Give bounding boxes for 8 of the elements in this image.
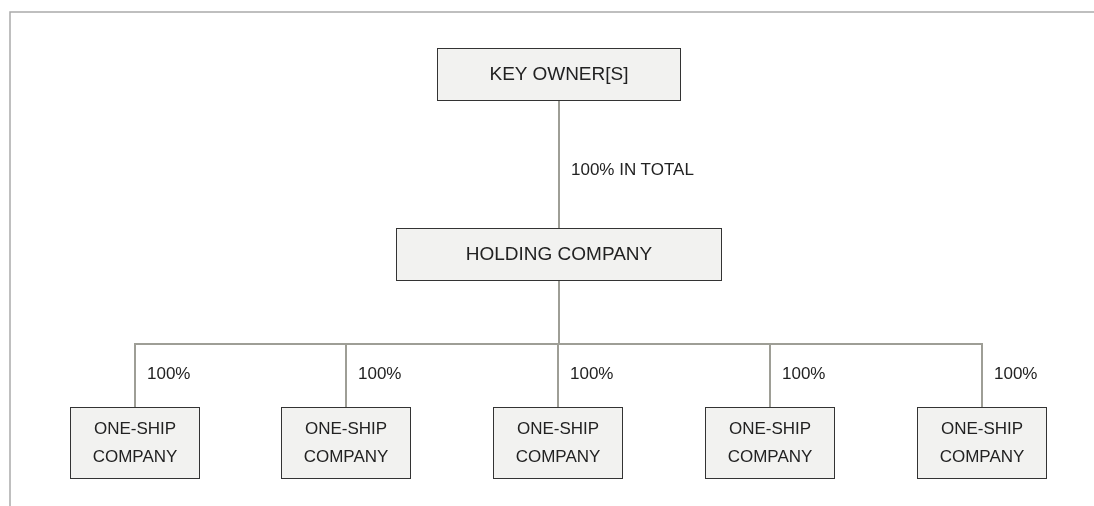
- entity-box: ONE-SHIP COMPANY: [281, 407, 411, 479]
- entity-box: ONE-SHIP COMPANY: [917, 407, 1047, 479]
- entity-box: ONE-SHIP COMPANY: [705, 407, 835, 479]
- connector-line: [558, 100, 560, 229]
- entity-box: ONE-SHIP COMPANY: [70, 407, 200, 479]
- entity-box: ONE-SHIP COMPANY: [493, 407, 623, 479]
- entity-box: KEY OWNER[S]: [437, 48, 681, 101]
- entity-box: HOLDING COMPANY: [396, 228, 722, 281]
